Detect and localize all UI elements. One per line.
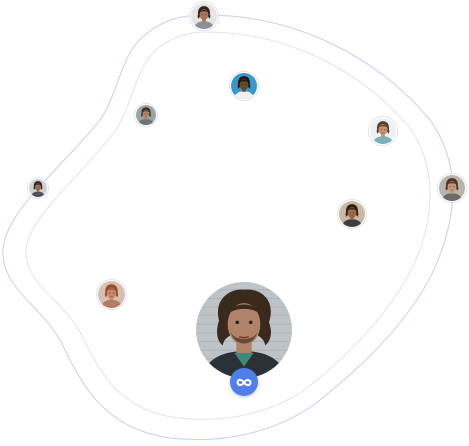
center-user-avatar[interactable] [196,282,292,378]
member-avatar-right[interactable] [369,117,397,145]
outer-orbit-line [2,14,454,441]
person-icon [231,73,257,99]
person-icon [370,118,396,144]
person-icon [439,175,465,201]
member-avatar-top[interactable] [190,2,218,30]
member-avatar-upper-middle[interactable] [230,72,258,100]
infinity-icon [236,378,252,386]
member-avatar-left[interactable] [28,178,48,198]
inner-orbit-line [25,31,431,420]
member-avatar-mid-right[interactable] [338,200,366,228]
member-avatar-far-right[interactable] [438,174,466,202]
person-icon [98,281,125,308]
person-icon [339,201,365,227]
person-avatar [196,282,292,378]
person-icon [29,179,47,197]
member-avatar-upper-left[interactable] [135,104,157,126]
person-icon [136,105,156,125]
member-avatar-lower-left[interactable] [97,280,126,309]
infinity-badge[interactable] [230,368,258,396]
person-icon [191,3,217,29]
